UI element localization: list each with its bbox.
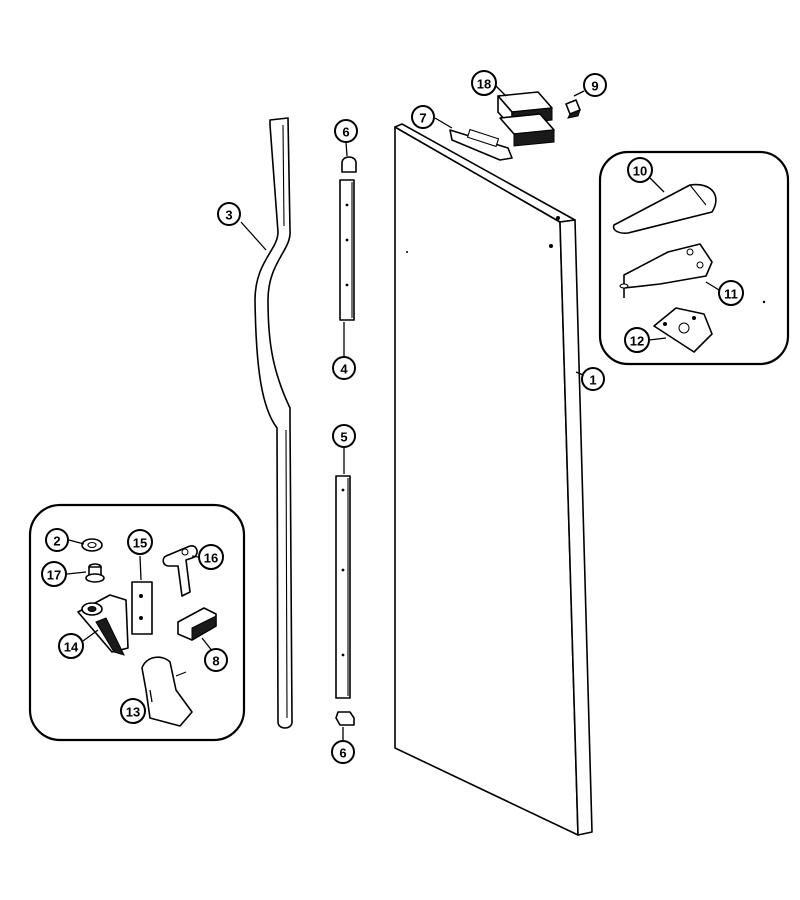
callout-18-label: 18 (477, 77, 491, 92)
callout-12: 12 (624, 327, 650, 353)
callout-7-label: 7 (419, 111, 426, 126)
callout-11: 11 (718, 280, 744, 306)
callout-2-label: 2 (53, 534, 60, 549)
washer (81, 538, 103, 552)
callout-14-label: 14 (64, 640, 79, 655)
callout-3-label: 3 (225, 208, 232, 223)
hinge-block (497, 91, 555, 147)
callout-13-label: 13 (126, 705, 140, 720)
callout-6-top-label: 6 (342, 125, 349, 140)
upper-trim-strip (339, 156, 357, 321)
callout-10-label: 10 (633, 164, 647, 179)
callout-6-top: 6 (334, 119, 358, 143)
callout-11-label: 11 (724, 287, 738, 302)
callout-7: 7 (411, 105, 435, 129)
callout-8: 8 (204, 648, 228, 672)
callout-16-label: 16 (204, 551, 218, 566)
callout-4-label: 4 (340, 362, 348, 377)
callout-4: 4 (332, 356, 356, 380)
callout-1-label: 1 (589, 373, 596, 388)
callout-15: 15 (127, 529, 153, 555)
callout-14: 14 (58, 633, 84, 659)
callout-2: 2 (45, 528, 69, 552)
hinge-cover (612, 183, 717, 234)
callout-13: 13 (120, 698, 146, 724)
door-panel (394, 123, 593, 836)
callout-9-label: 9 (591, 79, 598, 94)
callout-12-label: 12 (630, 334, 644, 349)
callout-6-bottom: 6 (331, 740, 355, 764)
spacer-plate (131, 581, 153, 635)
callout-15-label: 15 (133, 536, 147, 551)
callout-17-label: 17 (47, 568, 61, 583)
bottom-hinge (77, 594, 129, 656)
callout-3: 3 (217, 202, 241, 226)
door-handle (254, 117, 293, 729)
callout-9: 9 (583, 73, 607, 97)
scan-speck (762, 300, 766, 304)
callout-8-label: 8 (212, 654, 219, 669)
callout-5: 5 (332, 424, 356, 448)
hinge-support (141, 656, 193, 727)
lower-trim-strip (335, 475, 355, 726)
callout-10: 10 (627, 157, 653, 183)
callout-5-label: 5 (340, 430, 347, 445)
top-hinge (619, 243, 713, 298)
hinge-shim (653, 307, 713, 353)
hinge-cap (449, 128, 513, 161)
callout-16: 16 (198, 544, 224, 570)
hinge-bracket (162, 545, 198, 597)
door-stop (177, 607, 217, 641)
callout-18: 18 (471, 70, 497, 96)
hinge-pin (565, 99, 581, 119)
scan-speck (406, 251, 408, 253)
callout-1: 1 (581, 367, 605, 391)
hinge-bushing (85, 563, 105, 583)
callout-17: 17 (41, 561, 67, 587)
callout-6-bottom-label: 6 (339, 746, 346, 761)
